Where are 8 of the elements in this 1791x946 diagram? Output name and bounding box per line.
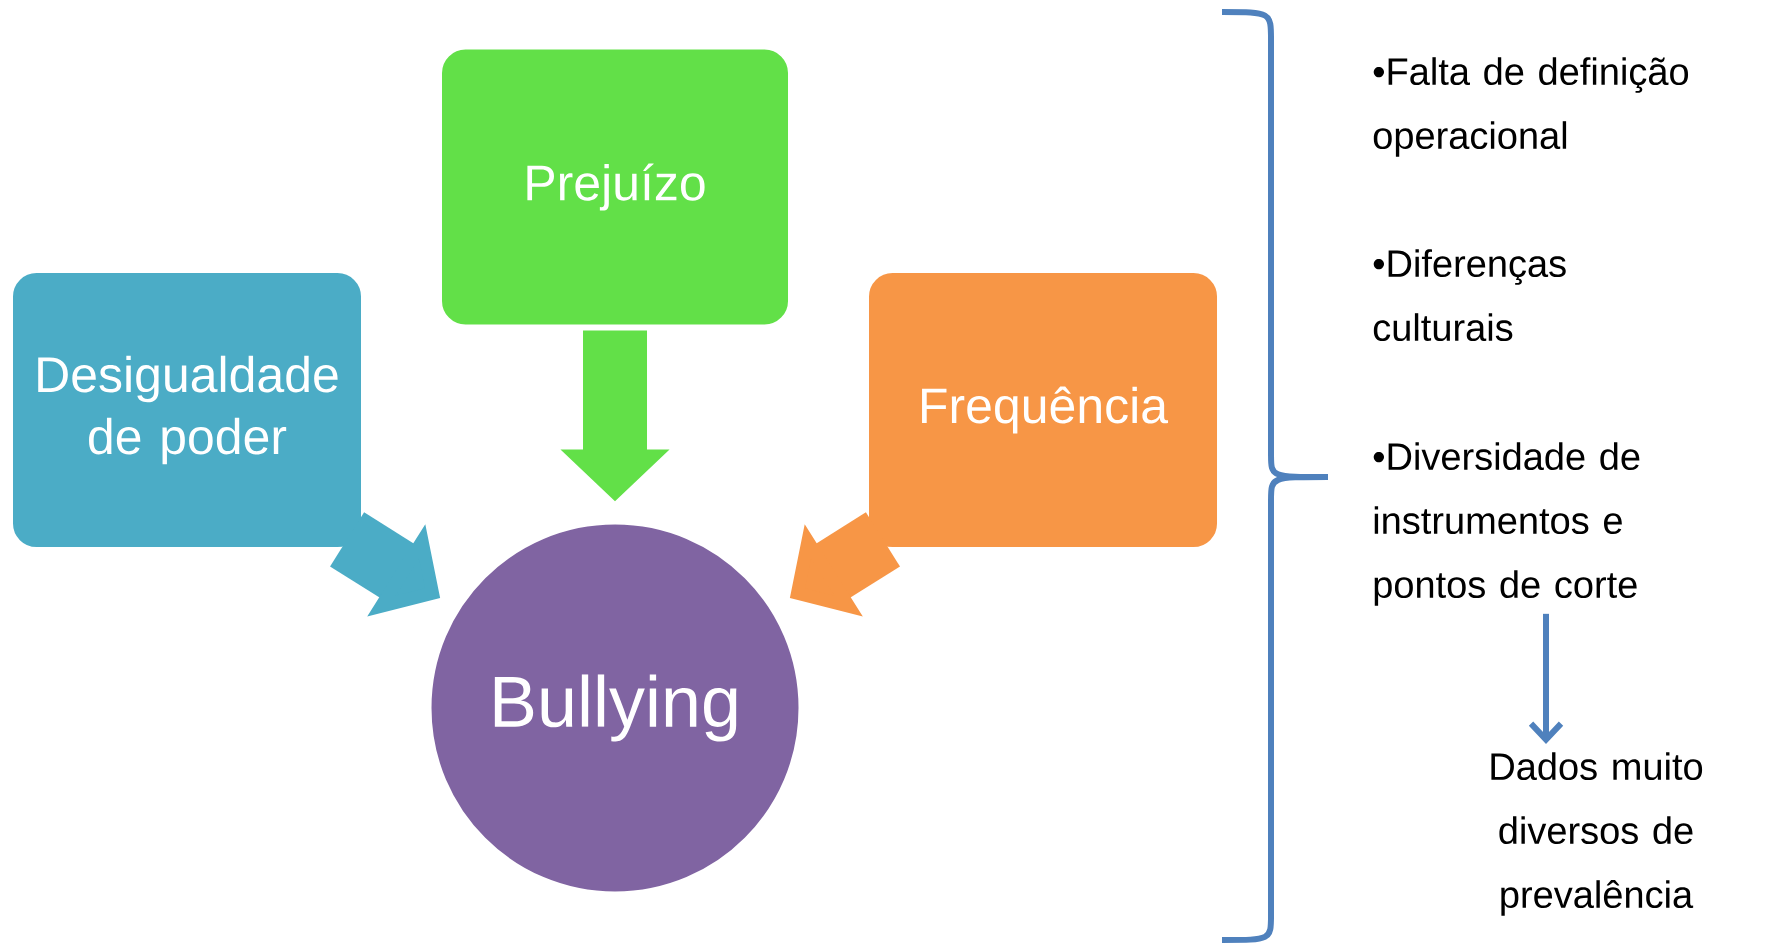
bullet-text: •Diferenças culturais [1373,249,1566,342]
bullet-text: •Diversidade de instrumentos e pontos de corte [1373,442,1640,606]
process-box: Frequência [866,270,1220,550]
process-box: Prejuízo [439,46,791,328]
process-box: Desigualdade de poder [10,270,364,550]
result-text: Dados muito diversos de prevalência [1491,752,1703,916]
bullet-text: •Falta de definição operacional [1373,57,1689,157]
arrow [1528,613,1564,744]
